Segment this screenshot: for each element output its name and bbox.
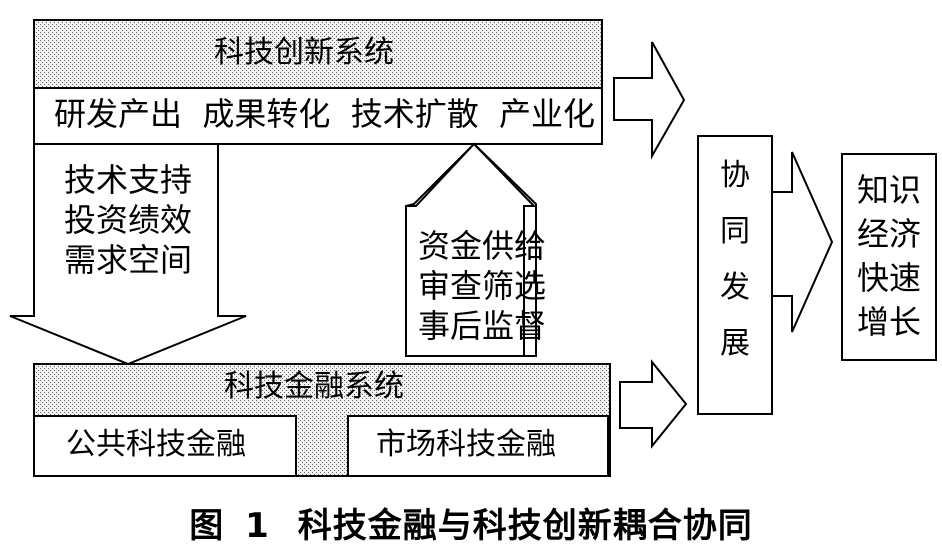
down-arrow-left [9, 143, 247, 366]
funding-list: 资金供给 审查筛选 事后监督 [418, 226, 546, 346]
result-line: 知识 [856, 171, 921, 209]
support-item: 投资绩效 [64, 201, 193, 239]
result-line: 经济 [856, 215, 921, 253]
result-box [841, 153, 937, 361]
synergy-char: 展 [720, 326, 750, 361]
result-label: 知识 经济 快速 增长 [842, 168, 936, 344]
result-line: 增长 [856, 303, 921, 341]
right-arrow-top [613, 41, 686, 160]
support-list: 技术支持 投资绩效 需求空间 [64, 160, 192, 280]
finance-system-box [33, 363, 611, 477]
support-item: 需求空间 [64, 241, 193, 279]
figure-caption: 图 1 科技金融与科技创新耦合协同 [0, 498, 942, 547]
synergy-char: 同 [720, 214, 750, 249]
synergy-char: 协 [720, 158, 750, 193]
figure-label: 图 [189, 506, 225, 546]
funding-item: 事后监督 [418, 307, 547, 345]
funding-item: 审查筛选 [418, 267, 547, 305]
figure-title: 科技金融与科技创新耦合协同 [297, 506, 753, 546]
synergy-label: 协 同 发 展 [698, 148, 772, 372]
figure-number: 1 [245, 506, 270, 546]
innovation-system-box [33, 19, 603, 145]
funding-item: 资金供给 [418, 227, 547, 265]
innovation-system-content: 研发产出 成果转化 技术扩散 产业化 [54, 95, 596, 133]
right-arrow-result [771, 151, 834, 333]
result-line: 快速 [856, 259, 921, 297]
innovation-system-title: 科技创新系统 [214, 35, 394, 70]
finance-system-title: 科技金融系统 [224, 369, 404, 404]
support-item: 技术支持 [64, 161, 193, 199]
synergy-char: 发 [720, 270, 750, 305]
public-finance-label: 公共科技金融 [66, 427, 246, 462]
synergy-box [697, 135, 773, 415]
right-arrow-bottom [619, 359, 688, 449]
market-finance-label: 市场科技金融 [376, 427, 556, 462]
